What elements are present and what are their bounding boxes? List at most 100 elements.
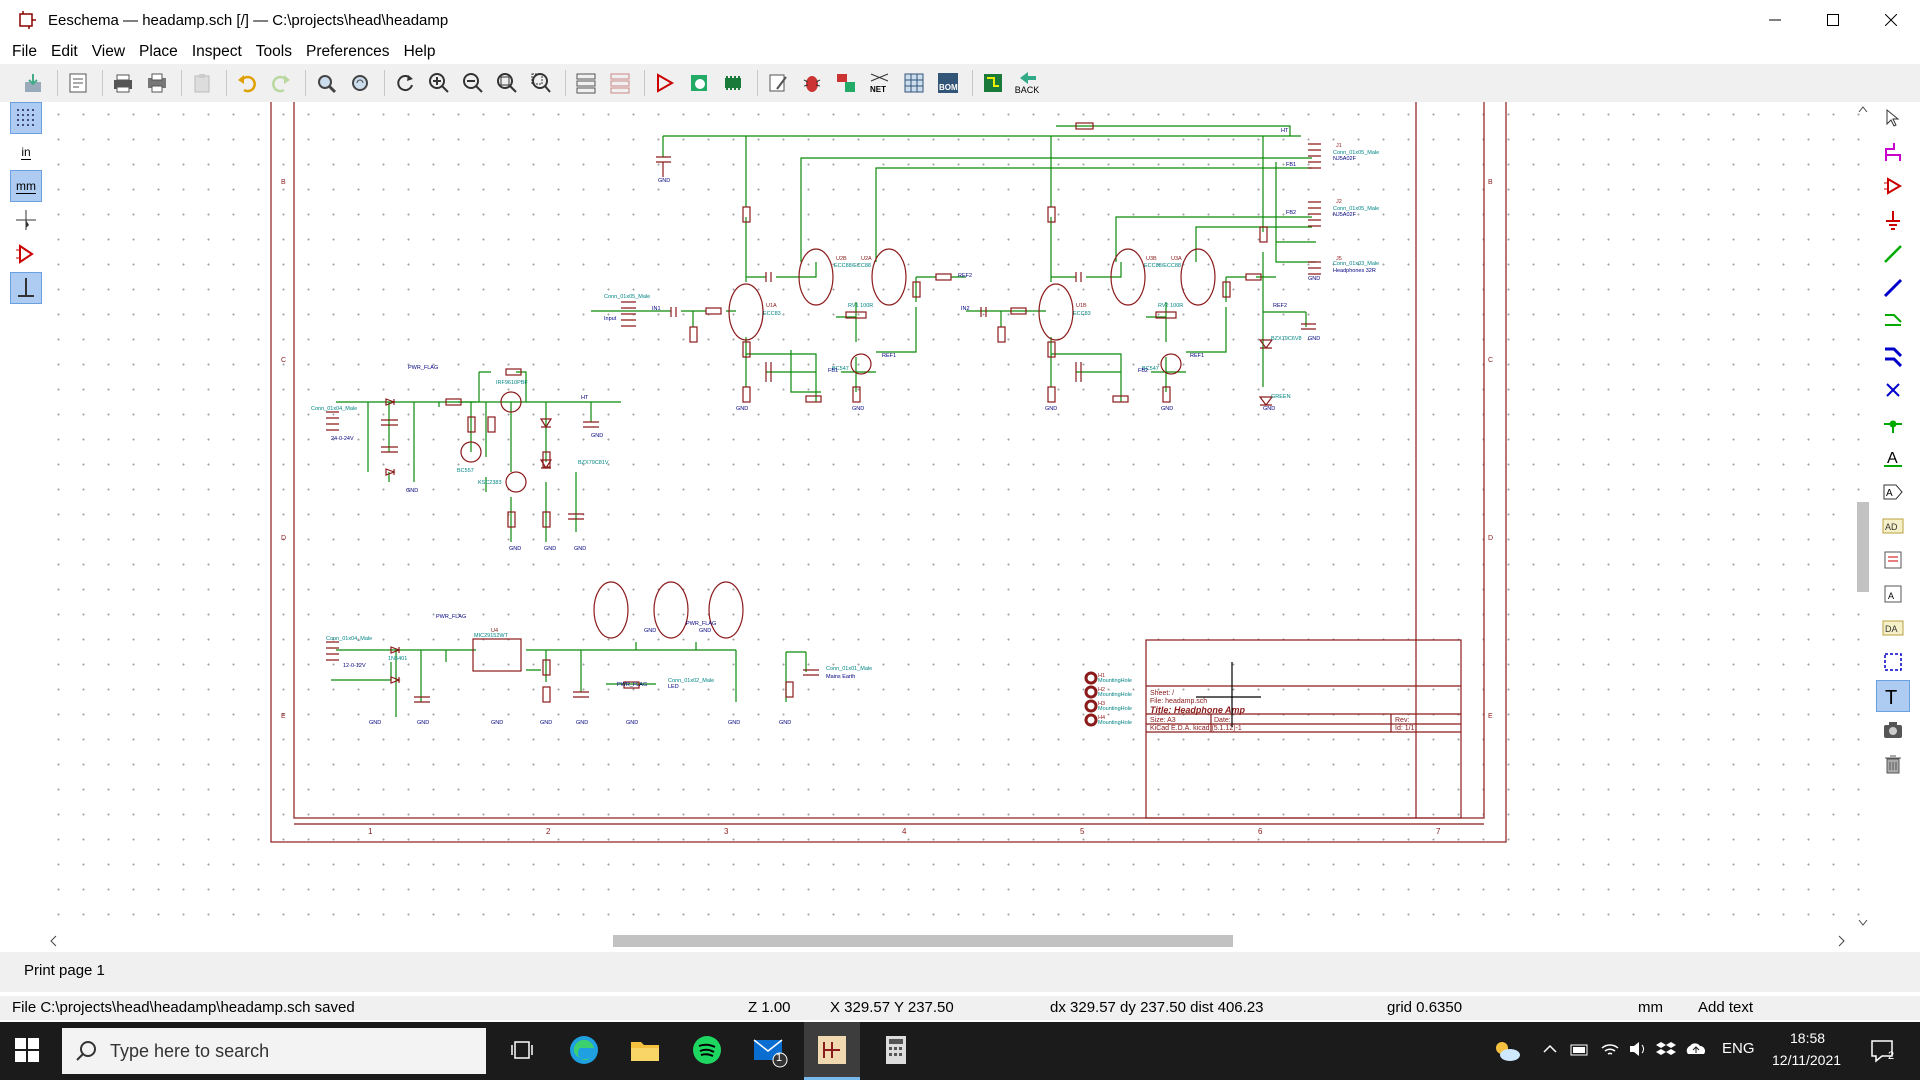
symbol-browser-button[interactable] [684, 68, 714, 98]
page-settings-button[interactable] [63, 68, 93, 98]
refresh-button[interactable] [390, 68, 420, 98]
minimize-button[interactable] [1746, 0, 1804, 40]
millimeters-toggle[interactable]: mm [10, 170, 42, 202]
taskbar-mail[interactable]: 1 [752, 1034, 788, 1072]
save-button[interactable] [18, 68, 48, 98]
add-sheet-pin-tool[interactable]: DA [1876, 612, 1910, 644]
menu-tools[interactable]: Tools [255, 43, 292, 60]
clock-time[interactable]: 18:58 [1790, 1030, 1826, 1046]
hidden-pins-toggle[interactable] [10, 238, 42, 270]
close-button[interactable] [1862, 0, 1920, 40]
zoom-in-icon [429, 73, 449, 93]
annotate-button[interactable] [763, 68, 793, 98]
zoom-in-button[interactable] [424, 68, 454, 98]
start-button[interactable] [15, 1038, 39, 1066]
edit-symbol-fields-button[interactable] [899, 68, 929, 98]
highlight-net-tool[interactable] [1876, 136, 1910, 168]
add-power-tool[interactable] [1876, 204, 1910, 236]
paste-button[interactable] [187, 68, 217, 98]
dropbox-icon[interactable] [1656, 1040, 1676, 1058]
add-bus-tool[interactable] [1876, 272, 1910, 304]
menu-view[interactable]: View [91, 43, 126, 60]
chevron-up-icon[interactable] [1543, 1044, 1557, 1054]
taskbar-eeschema[interactable] [804, 1022, 860, 1080]
taskbar-edge[interactable] [568, 1034, 600, 1070]
find-replace-button[interactable] [345, 68, 375, 98]
generate-bom-button[interactable]: BOM [933, 68, 963, 98]
back-annotate-button[interactable]: BACK [1012, 68, 1042, 98]
zoom-out-button[interactable] [458, 68, 488, 98]
wifi-icon[interactable] [1600, 1040, 1620, 1058]
speaker-icon[interactable] [1628, 1040, 1648, 1058]
run-pcbnew-button[interactable] [978, 68, 1008, 98]
add-wire-entry-tool[interactable] [1876, 306, 1910, 338]
menu-file[interactable]: File [12, 43, 37, 60]
taskbar-search-box[interactable]: Type here to search [62, 1028, 486, 1074]
add-symbol-tool[interactable] [1876, 170, 1910, 202]
add-hier-sheet-tool[interactable] [1876, 544, 1910, 576]
task-view-button[interactable] [510, 1038, 534, 1066]
generate-netlist-button[interactable]: NET [865, 68, 895, 98]
assign-footprints-button[interactable] [831, 68, 861, 98]
add-wire-tool[interactable] [1876, 238, 1910, 270]
taskbar-spotify[interactable] [691, 1034, 723, 1070]
menu-help[interactable]: Help [403, 43, 436, 60]
zoom-selection-button[interactable] [526, 68, 556, 98]
footprint-editor-button[interactable] [718, 68, 748, 98]
label-icon: A [1884, 450, 1902, 467]
leave-sheet-button[interactable] [605, 68, 635, 98]
notifications-icon[interactable] [1870, 1038, 1896, 1064]
clock-date[interactable]: 12/11/2021 [1772, 1052, 1842, 1068]
hierarchy-navigator-button[interactable] [571, 68, 601, 98]
undo-button[interactable] [232, 68, 262, 98]
cursor-style-toggle[interactable] [10, 204, 42, 236]
scroll-left-icon [50, 935, 57, 947]
minimize-icon [1769, 19, 1781, 21]
no-connect-tool[interactable] [1876, 374, 1910, 406]
netlist-icon: NET [870, 73, 889, 94]
add-text-tool[interactable]: T [1876, 680, 1910, 712]
find-button[interactable] [311, 68, 341, 98]
inches-toggle[interactable]: in [10, 136, 42, 168]
refresh-icon [397, 75, 413, 92]
zoom-fit-button[interactable] [492, 68, 522, 98]
add-global-label-tool[interactable]: A [1876, 476, 1910, 508]
zoom-out-icon [463, 73, 483, 93]
onedrive-icon[interactable] [1684, 1040, 1708, 1058]
select-tool[interactable] [1876, 102, 1910, 134]
menu-inspect[interactable]: Inspect [191, 43, 242, 60]
add-label-tool[interactable]: A [1876, 442, 1910, 474]
svg-text:BZX79C6V8: BZX79C6V8 [1271, 336, 1302, 342]
taskbar-calculator[interactable] [880, 1034, 912, 1070]
taskbar-file-explorer[interactable] [629, 1034, 661, 1070]
mail-badge: 1 [776, 1052, 783, 1064]
plot-button[interactable] [142, 68, 172, 98]
language-indicator[interactable]: ENG [1722, 1040, 1755, 1057]
add-junction-tool[interactable] [1876, 408, 1910, 440]
page-settings-icon [69, 73, 87, 93]
orthogonal-wire-toggle[interactable] [10, 272, 42, 304]
menu-preferences[interactable]: Preferences [305, 43, 390, 60]
svg-text:Date:: Date: [1214, 717, 1231, 724]
add-hier-label-tool[interactable]: AD [1876, 510, 1910, 542]
delete-tool[interactable] [1876, 748, 1910, 780]
menu-place[interactable]: Place [139, 43, 178, 60]
erc-button[interactable] [797, 68, 827, 98]
add-graphic-lines-tool[interactable] [1876, 646, 1910, 678]
svg-text:H4: H4 [1098, 715, 1105, 721]
print-button[interactable] [108, 68, 138, 98]
maximize-button[interactable] [1804, 0, 1862, 40]
add-bus-entry-tool[interactable] [1876, 340, 1910, 372]
symbol-editor-button[interactable] [650, 68, 680, 98]
add-image-tool[interactable] [1876, 714, 1910, 746]
menu-edit[interactable]: Edit [50, 43, 78, 60]
redo-button[interactable] [266, 68, 296, 98]
weather-icon[interactable] [1492, 1038, 1522, 1064]
show-grid-toggle[interactable] [10, 102, 42, 134]
horizontal-scrollbar[interactable] [46, 930, 1854, 952]
import-sheet-pin-tool[interactable]: A [1876, 578, 1910, 610]
vertical-scrollbar[interactable] [1854, 102, 1872, 930]
schematic-canvas[interactable]: 1 2 3 4 5 6 7 B C D E B C D E [46, 102, 1864, 930]
status-file: File C:\projects\head\headamp\headamp.sc… [12, 999, 355, 1016]
battery-icon[interactable] [1570, 1042, 1590, 1058]
